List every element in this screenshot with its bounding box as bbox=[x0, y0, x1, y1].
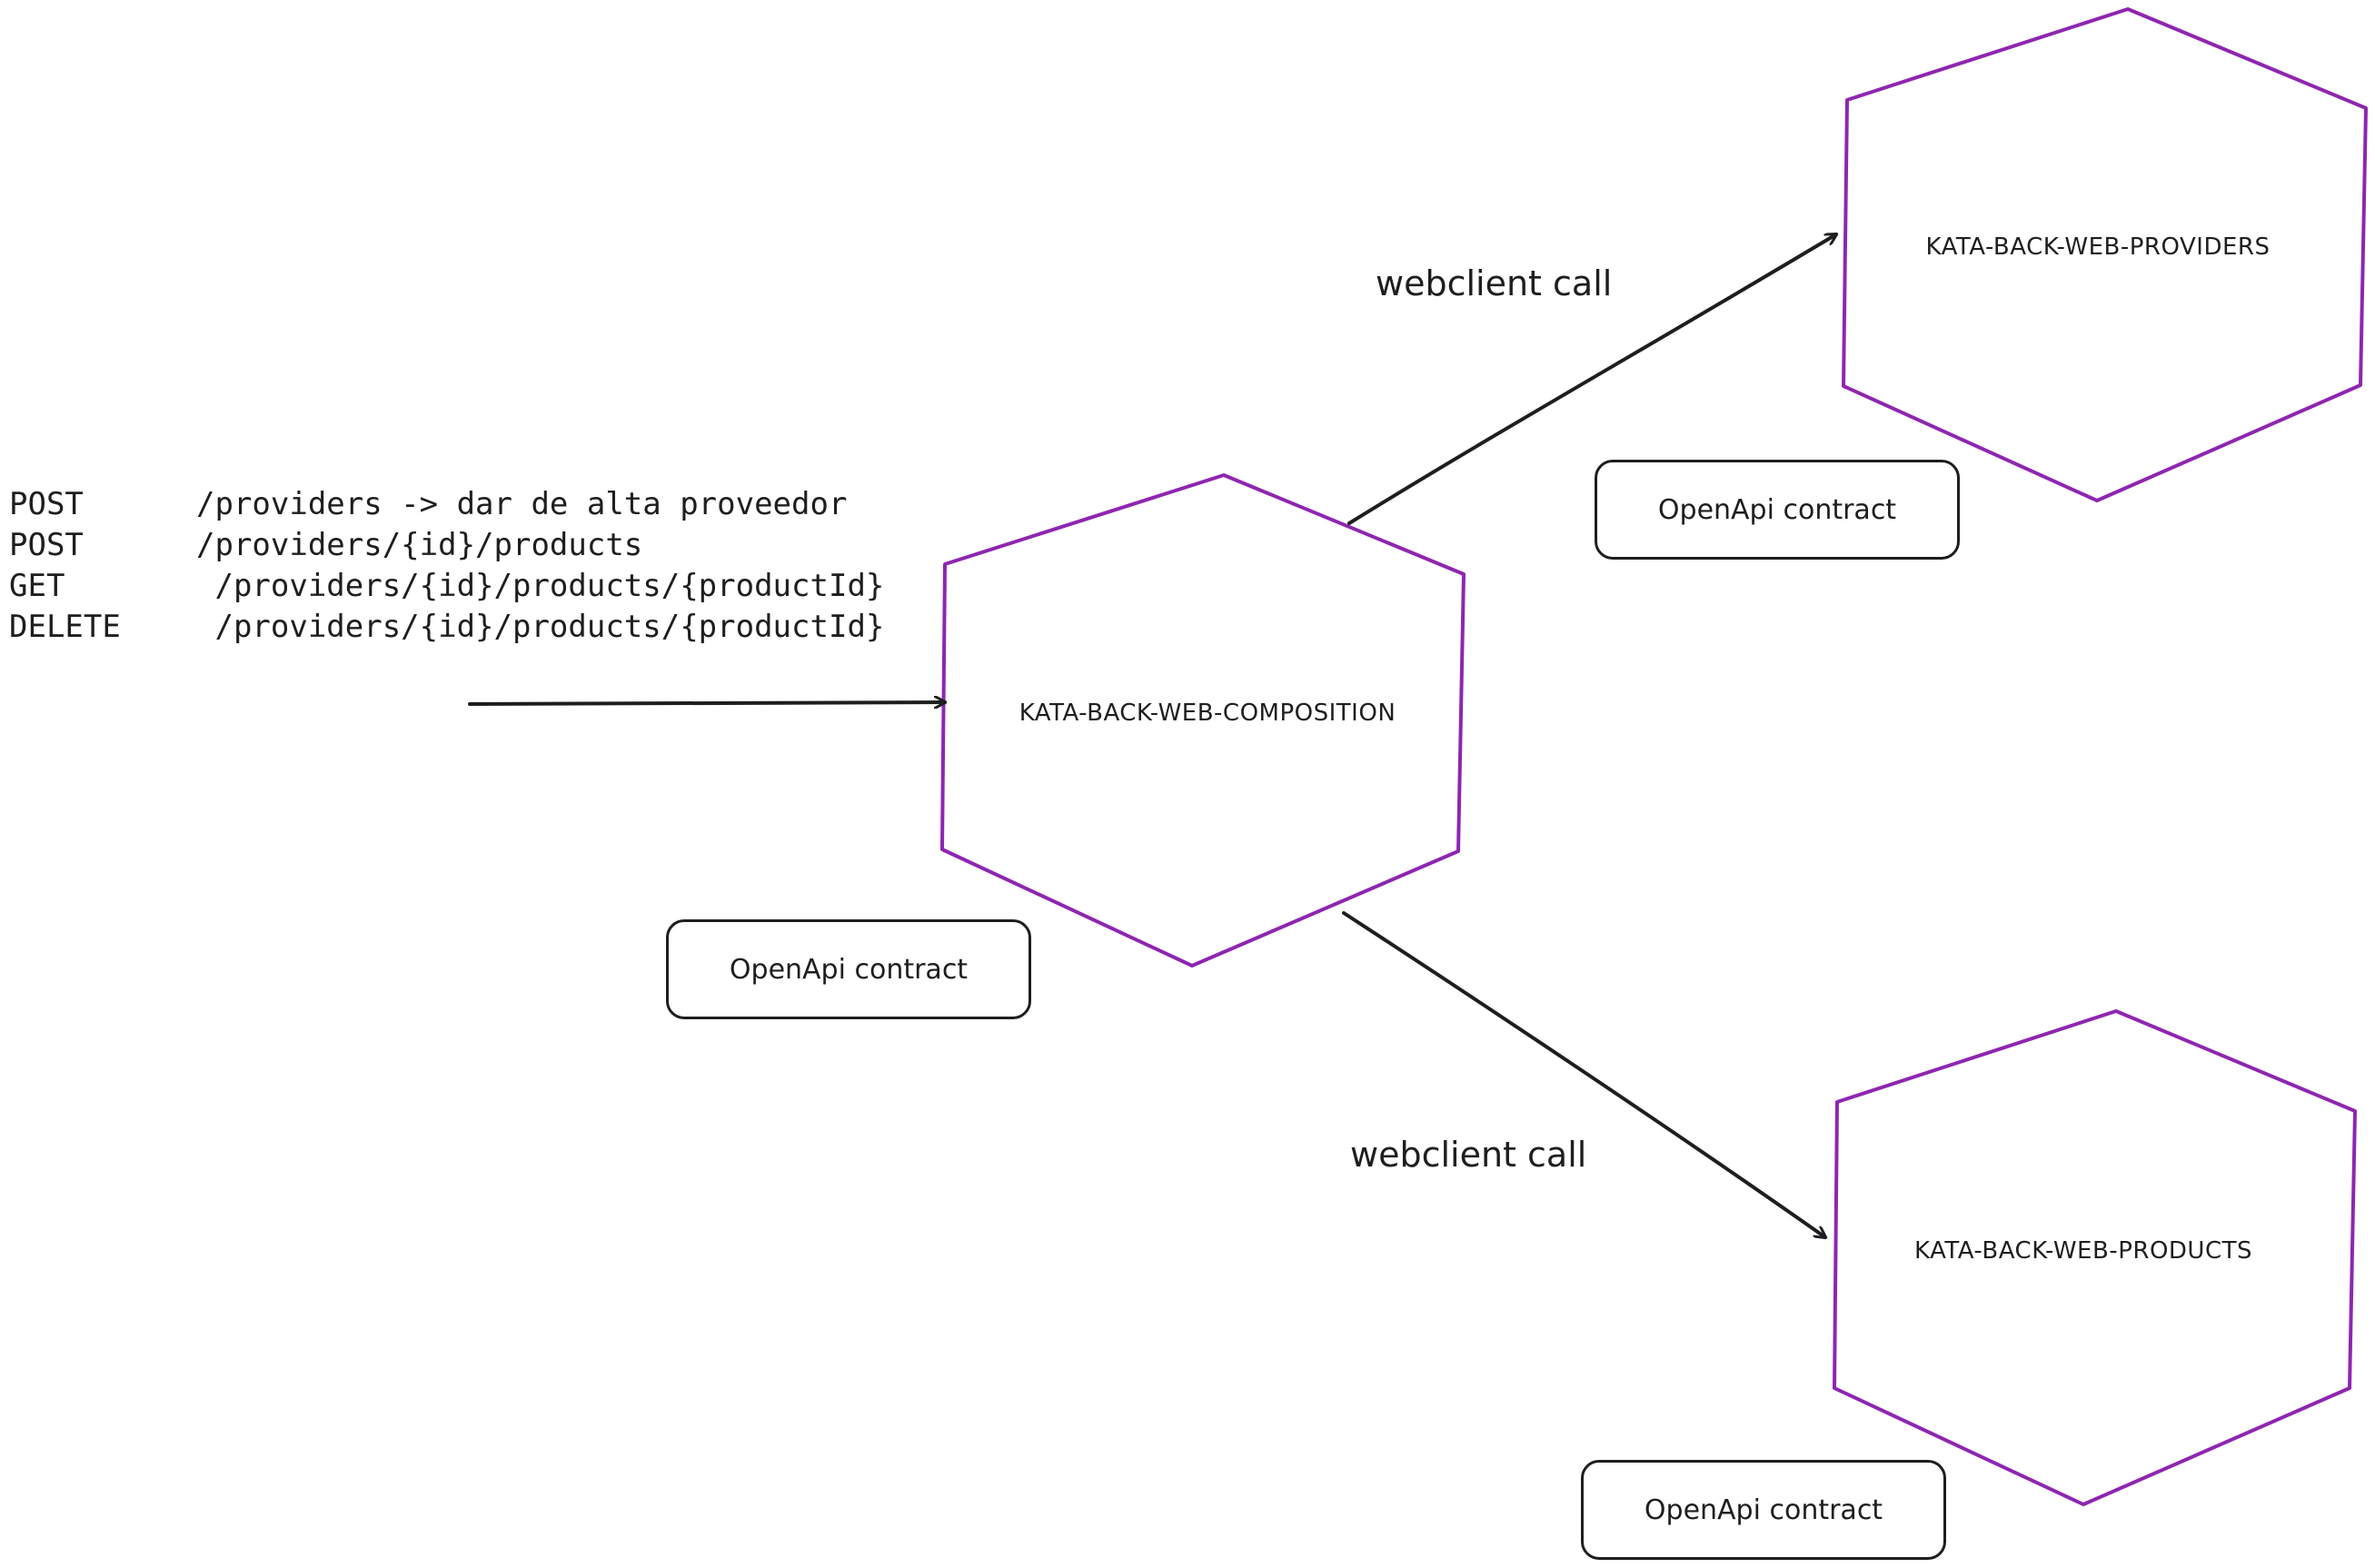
providers-edge-label: webclient call bbox=[1376, 263, 1613, 303]
endpoint-path: /providers/{id}/products/{productId} bbox=[196, 568, 885, 604]
products-hexagon[interactable] bbox=[1833, 1009, 2357, 1506]
composition-node-label: KATA-BACK-WEB-COMPOSITION bbox=[1019, 700, 1396, 727]
products-node-label: KATA-BACK-WEB-PRODUCTS bbox=[1913, 1237, 2253, 1265]
providers-node-label: KATA-BACK-WEB-PROVIDERS bbox=[1925, 233, 2271, 261]
endpoint-method: POST bbox=[9, 527, 84, 563]
composition-hexagon[interactable] bbox=[940, 473, 1466, 968]
endpoint-method: POST bbox=[9, 486, 84, 522]
providers-hexagon[interactable] bbox=[1842, 7, 2368, 502]
endpoint-method: GET bbox=[9, 568, 65, 604]
providers-contract-box[interactable]: OpenApi contract bbox=[1595, 460, 1960, 560]
providers-call-arrow bbox=[1347, 234, 1836, 525]
products-contract-box[interactable]: OpenApi contract bbox=[1581, 1460, 1946, 1560]
endpoint-row: DELETE /providers/{id}/products/{product… bbox=[9, 607, 884, 648]
endpoint-method: DELETE bbox=[9, 609, 121, 645]
endpoint-row: POST/providers -> dar de alta proveedor bbox=[9, 484, 884, 525]
endpoint-row: GET /providers/{id}/products/{productId} bbox=[9, 566, 884, 607]
endpoint-list: POST/providers -> dar de alta proveedor … bbox=[9, 484, 884, 648]
endpoint-row: POST/providers/{id}/products bbox=[9, 525, 884, 566]
composition-contract-box[interactable]: OpenApi contract bbox=[666, 919, 1031, 1019]
products-call-arrow bbox=[1342, 911, 1825, 1237]
endpoint-path: /providers/{id}/products bbox=[196, 527, 643, 563]
request-arrow bbox=[468, 702, 945, 704]
endpoint-path: /providers/{id}/products/{productId} bbox=[196, 609, 885, 645]
endpoint-path: /providers -> dar de alta proveedor bbox=[196, 486, 848, 522]
products-edge-label: webclient call bbox=[1350, 1135, 1587, 1175]
